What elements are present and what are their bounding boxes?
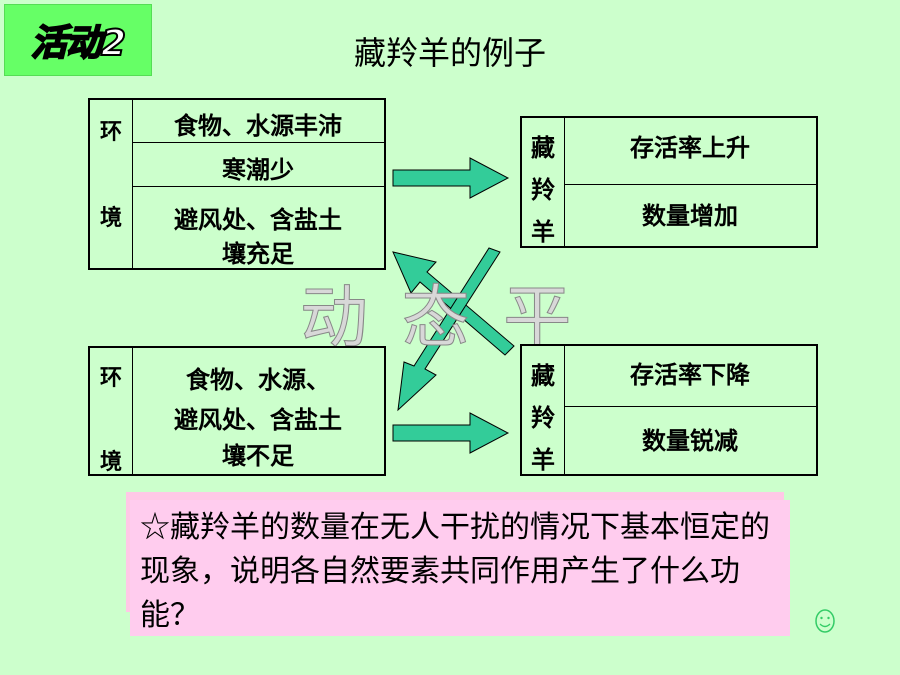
env-row: 食物、水源丰沛 — [132, 106, 384, 143]
environment-box-top: 环 境 食物、水源丰沛 寒潮少 避风处、含盐土 壤充足 — [88, 98, 386, 270]
arrow-diagonal-down-icon — [397, 247, 501, 412]
environment-box-bottom: 环 境 食物、水源、 避风处、含盐土 壤不足 — [88, 346, 386, 476]
env-side-label: 环 境 — [90, 100, 133, 268]
antelope-box-top: 藏 羚 羊 存活率上升 数量增加 — [520, 116, 818, 248]
env-row: 避风处、含盐土 — [174, 205, 342, 234]
arrow-right-top-icon — [392, 157, 510, 199]
env-side-char: 环 — [99, 365, 122, 391]
env-row: 食物、水源、 — [186, 365, 330, 394]
env-row: 避风处、含盐土 — [174, 405, 342, 434]
antelope-row: 存活率下降 — [564, 346, 816, 407]
env-row: 壤充足 — [222, 239, 294, 268]
env-side-char: 境 — [99, 449, 122, 475]
antelope-row: 存活率上升 — [564, 118, 816, 185]
antelope-row: 数量增加 — [642, 201, 738, 230]
env-row: 壤不足 — [222, 441, 294, 470]
antelope-side-label: 藏 羚 羊 — [522, 118, 565, 246]
antelope-side-char: 藏 — [531, 361, 555, 390]
antelope-row: 数量锐减 — [642, 426, 738, 455]
page-title: 藏羚羊的例子 — [353, 34, 546, 72]
question-text: ☆藏羚羊的数量在无人干扰的情况下基本恒定的现象，说明各自然要素共同作用产生了什么… — [130, 500, 790, 636]
antelope-side-char: 羊 — [531, 445, 555, 474]
env-side-char: 境 — [99, 205, 122, 231]
antelope-box-bottom: 藏 羚 羊 存活率下降 数量锐减 — [520, 344, 818, 476]
antelope-side-char: 羚 — [531, 175, 555, 204]
env-side-label: 环 境 — [90, 348, 133, 475]
activity-badge: 活动2 — [4, 4, 152, 76]
smiley-icon[interactable] — [814, 608, 836, 634]
arrow-right-bottom-icon — [392, 412, 510, 454]
antelope-side-label: 藏 羚 羊 — [522, 346, 565, 474]
antelope-side-char: 藏 — [531, 133, 555, 162]
antelope-side-char: 羚 — [531, 403, 555, 432]
env-side-char: 环 — [99, 119, 122, 145]
antelope-side-char: 羊 — [531, 217, 555, 246]
env-row: 寒潮少 — [132, 150, 384, 187]
